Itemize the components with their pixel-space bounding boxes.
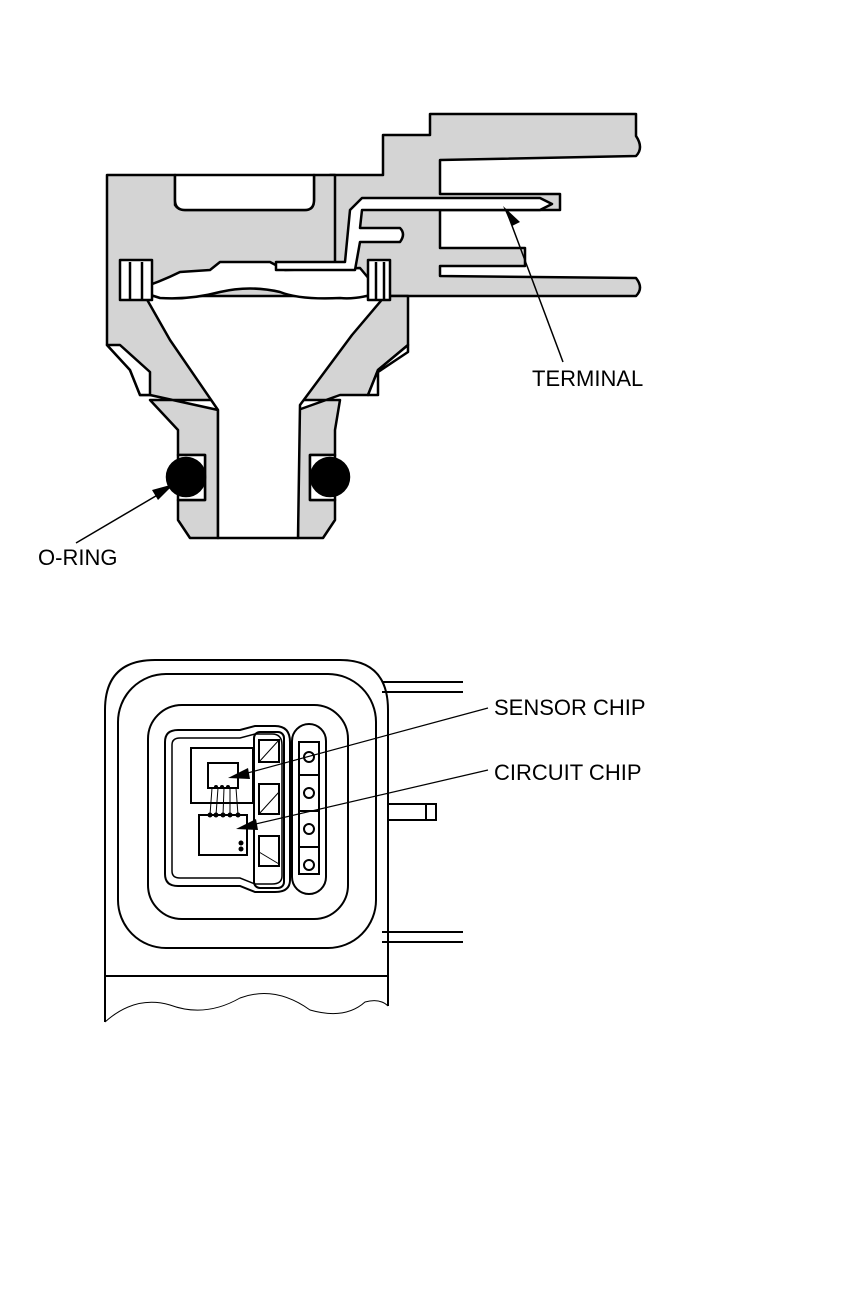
terminal-pin: [274, 196, 554, 272]
right-flange: [366, 343, 410, 397]
circuit-chip-label: CIRCUIT CHIP: [494, 760, 642, 785]
o-ring-left: [165, 456, 207, 498]
housing-outline: [104, 659, 389, 1022]
o-ring-label: O-RING: [38, 545, 117, 570]
circuit-chip-arrowhead: [236, 819, 258, 830]
sensor-top-view: [104, 659, 463, 1023]
sensor-chip-label: SENSOR CHIP: [494, 695, 646, 720]
right-post: [366, 258, 392, 302]
terminal-column: [253, 731, 285, 889]
housing-break-line: [104, 993, 389, 1023]
sensor-chip-arrowhead: [228, 768, 250, 779]
terminal-arrowhead: [503, 206, 520, 226]
chip-cavity: [164, 725, 291, 893]
terminal-label: TERMINAL: [532, 366, 643, 391]
o-ring-arrowhead: [152, 484, 174, 500]
inner-frame-2: [147, 704, 349, 920]
top-callouts: TERMINAL O-RING: [38, 206, 643, 570]
sensor-cross-section: [105, 112, 642, 540]
sensor-chip: [190, 747, 254, 804]
connector-column: [291, 723, 327, 895]
bottom-callouts: SENSOR CHIP CIRCUIT CHIP: [228, 695, 646, 830]
left-post: [118, 258, 154, 302]
o-ring-right: [309, 456, 351, 498]
side-tab: [387, 803, 437, 821]
left-flange: [105, 343, 152, 397]
inner-frame-1: [117, 673, 377, 949]
circuit-chip: [198, 814, 248, 856]
cavity-top: [173, 173, 316, 212]
